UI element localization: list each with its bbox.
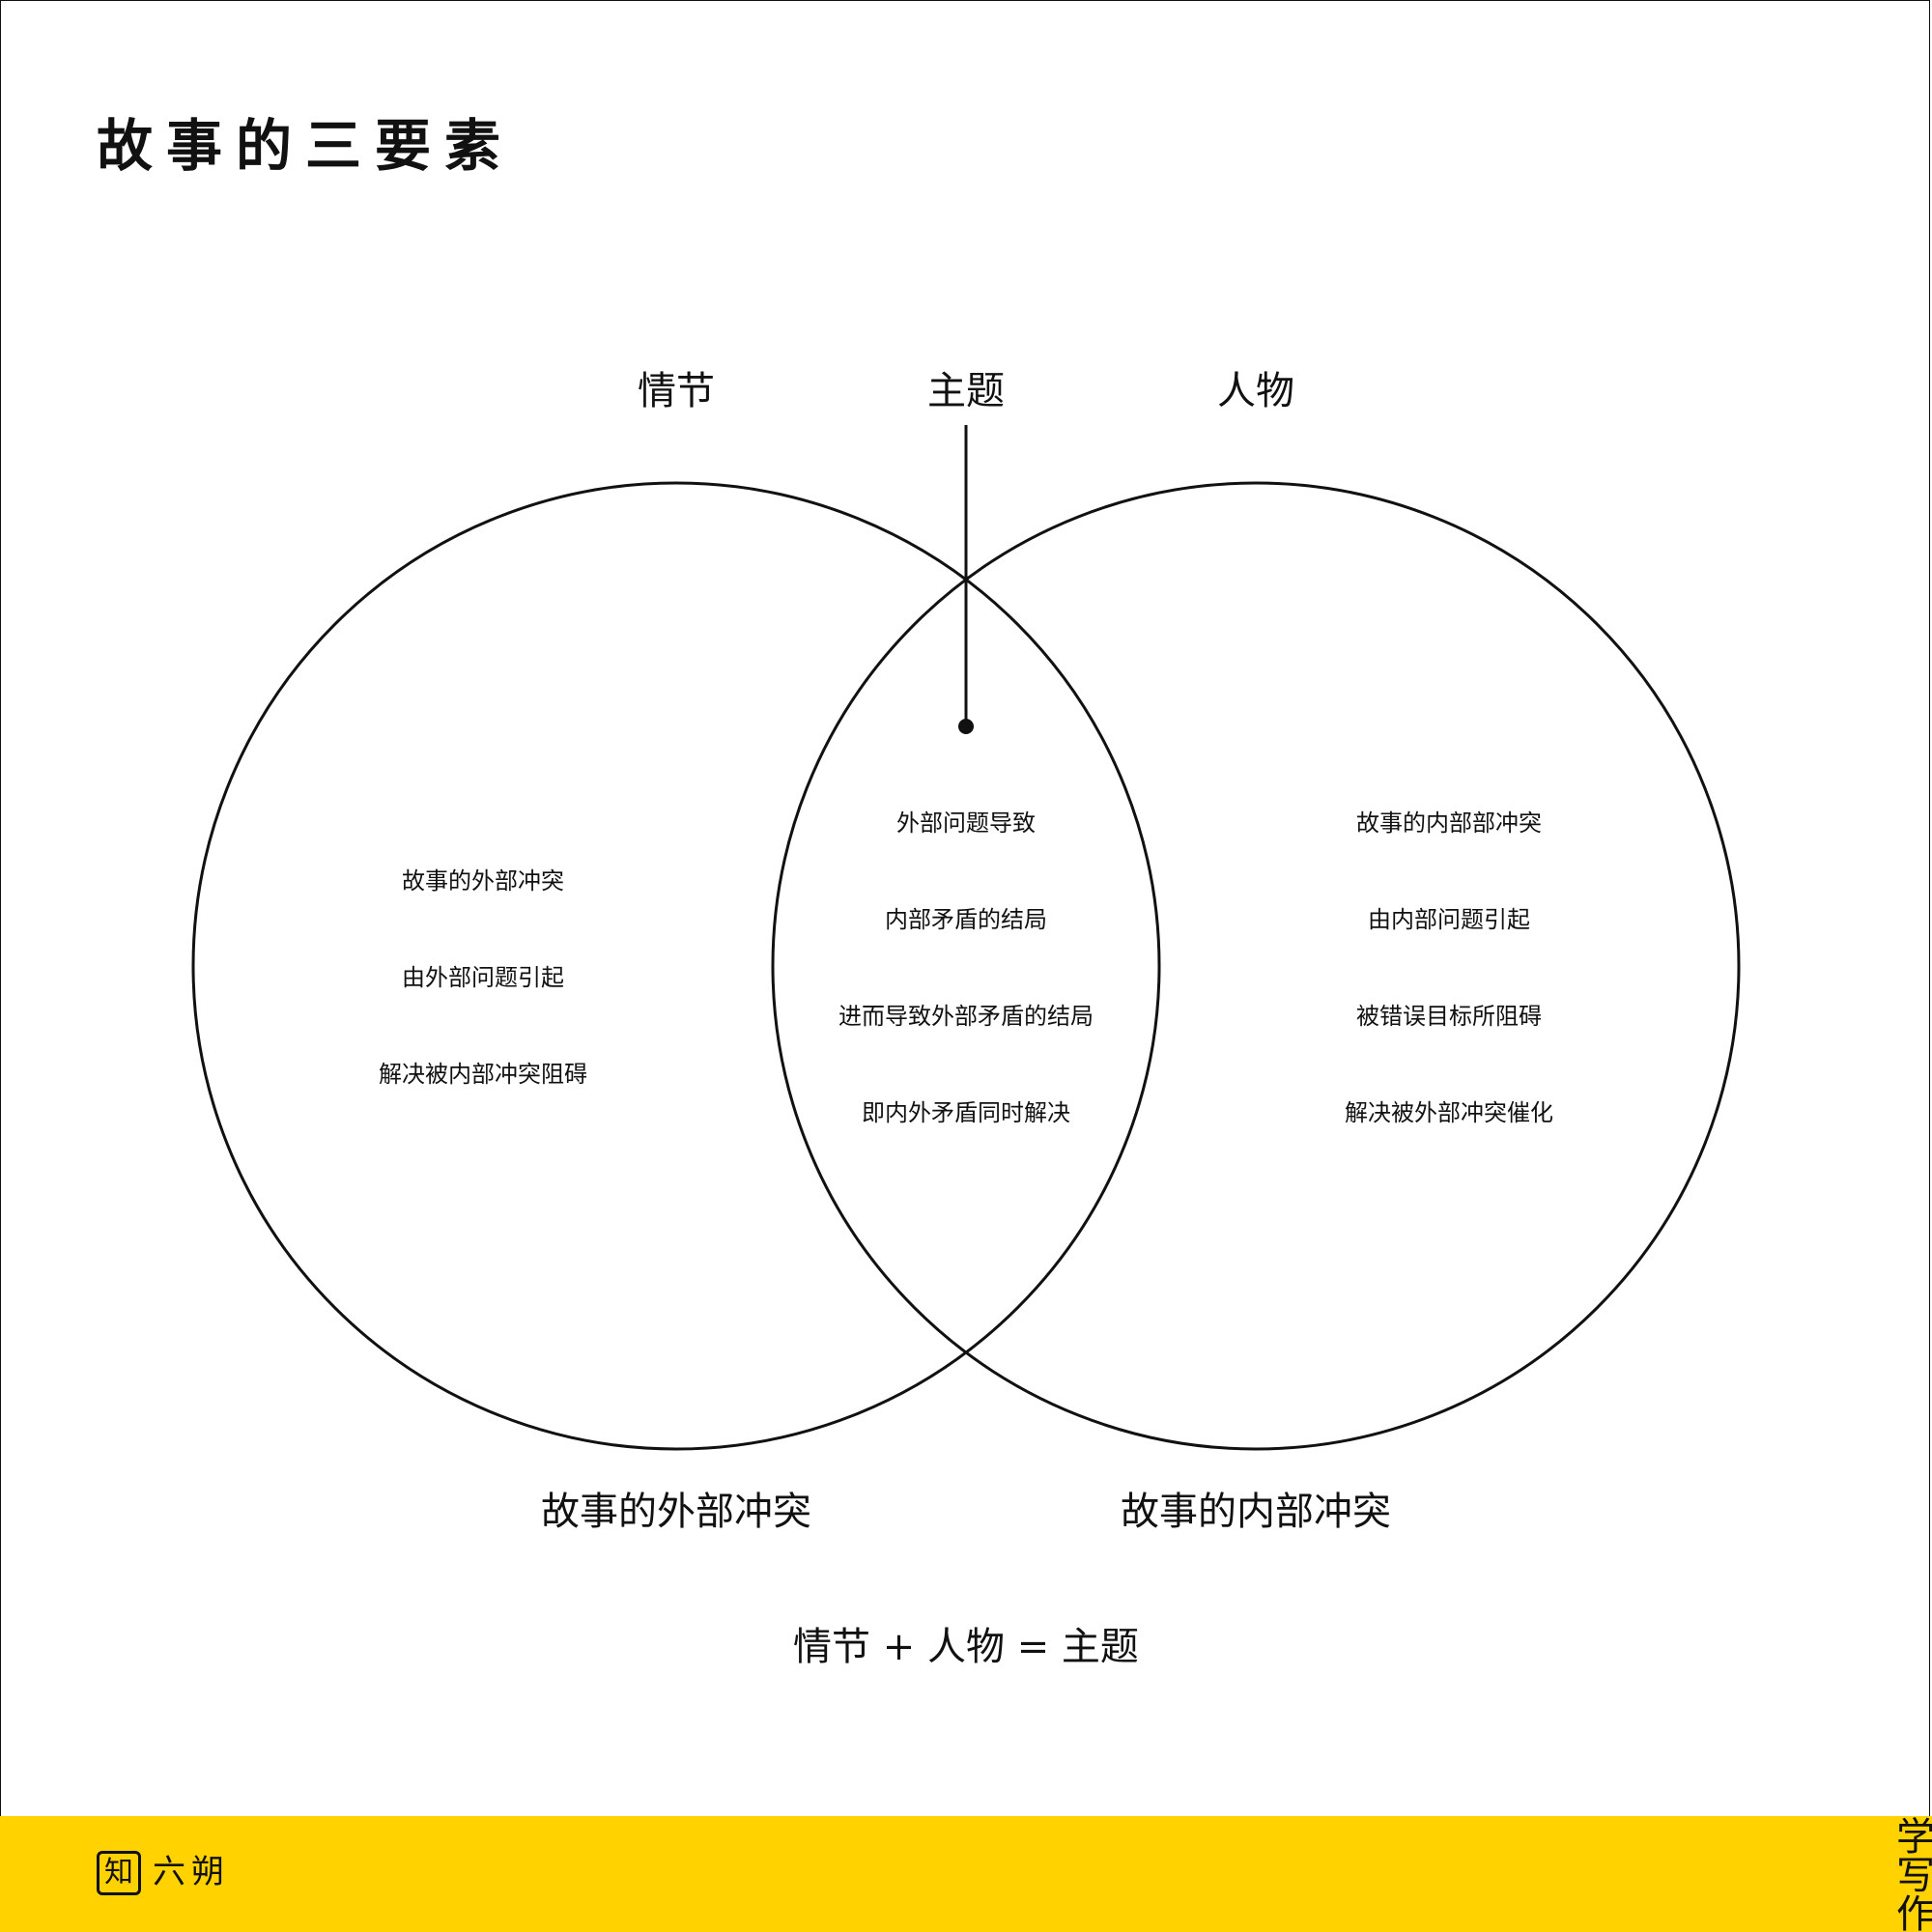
left-item: 解决被内部冲突阻碍 — [379, 1061, 587, 1088]
formula: 情节 + 人物 = 主题 — [793, 1625, 1139, 1669]
side-vertical-text: 学写作 — [1895, 1816, 1932, 1932]
right-item: 被错误目标所阻碍 — [1356, 1003, 1542, 1030]
overlap-item: 进而导致外部矛盾的结局 — [838, 1003, 1094, 1030]
left-item: 由外部问题引起 — [402, 964, 564, 991]
overlap-item: 外部问题导致 — [896, 810, 1036, 837]
brand-name: 六朔 — [153, 1853, 230, 1891]
plot-circle — [191, 481, 1161, 1451]
right-item: 解决被外部冲突催化 — [1345, 1099, 1553, 1126]
page-title: 故事的三要素 — [97, 113, 515, 179]
character-circle — [771, 481, 1741, 1451]
left-caption: 故事的外部冲突 — [541, 1490, 811, 1534]
overlap-item: 即内外矛盾同时解决 — [862, 1099, 1070, 1126]
footer-bar: 知 六朔 学写作 — [0, 1816, 1932, 1932]
zhihu-logo-icon: 知 — [97, 1851, 141, 1895]
left-item: 故事的外部冲突 — [402, 867, 564, 895]
logo-char: 知 — [104, 1856, 133, 1889]
right-item: 由内部问题引起 — [1368, 906, 1530, 933]
overlap-item: 内部矛盾的结局 — [885, 906, 1047, 933]
right-item: 故事的内部部冲突 — [1356, 810, 1542, 837]
character-label: 人物 — [1217, 369, 1294, 413]
right-caption: 故事的内部冲突 — [1121, 1490, 1391, 1534]
theme-label: 主题 — [927, 369, 1005, 413]
plot-label: 情节 — [638, 369, 715, 413]
theme-pointer-dot — [958, 719, 974, 734]
